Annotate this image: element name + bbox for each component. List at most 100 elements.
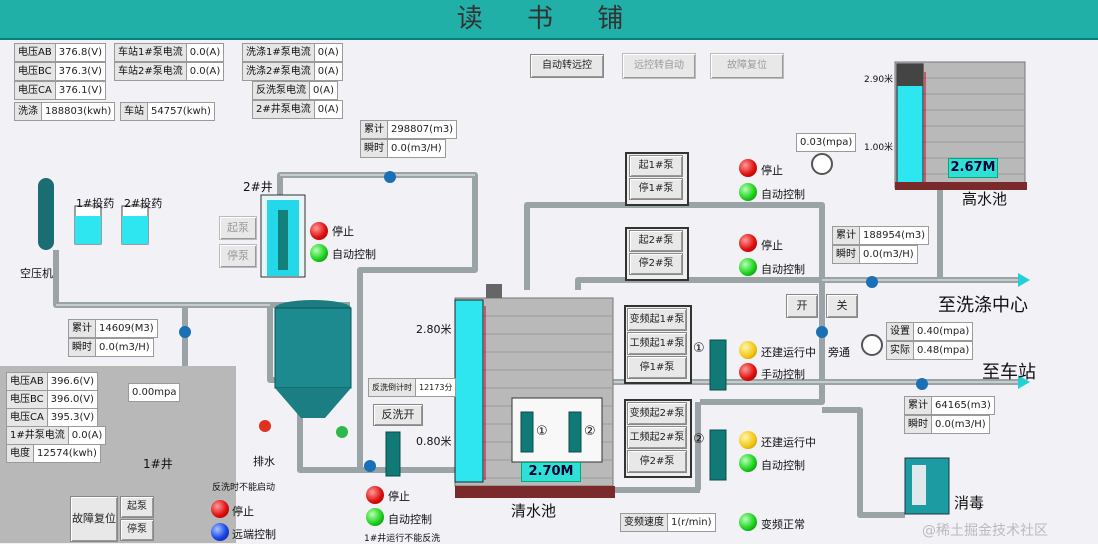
- freq-start-pump2-button[interactable]: 工频起2#泵: [627, 426, 687, 449]
- well1-start-button[interactable]: 起泵: [120, 496, 154, 518]
- compressor-label: 空压机: [20, 267, 53, 280]
- well1-status2: 远端控制: [232, 528, 276, 541]
- backwash-status1: 停止: [388, 490, 410, 503]
- vfd2-status1: 还建运行中: [761, 436, 816, 449]
- well2-status2: 自动控制: [332, 248, 376, 261]
- clear-pool-level: 2.70M: [521, 462, 581, 482]
- well1-label: 1#井: [143, 457, 173, 471]
- well2-status1: 停止: [332, 225, 354, 238]
- backwash-open-button[interactable]: 反洗开: [373, 404, 423, 426]
- well1-stop-button[interactable]: 停泵: [120, 519, 154, 541]
- vfd1-running-lamp: [739, 341, 757, 359]
- pump2-status2: 自动控制: [761, 263, 805, 276]
- clear-pool-low-mark: 0.80米: [416, 435, 452, 448]
- pump1-status2: 自动控制: [761, 188, 805, 201]
- well2-auto-lamp: [310, 244, 328, 262]
- well2-stop-lamp: [310, 222, 328, 240]
- high-pool-high-mark: 2.90米: [864, 75, 894, 85]
- well1-stop-lamp: [211, 500, 229, 518]
- fault-reset-button-top[interactable]: 故障复位: [710, 53, 784, 79]
- high-pool-level: 2.67M: [948, 158, 998, 178]
- well1-remote-lamp: [211, 523, 229, 541]
- start-pump1-button[interactable]: 起1#泵: [629, 155, 683, 177]
- vfd2-status2: 自动控制: [761, 459, 805, 472]
- clear-pool-name: 清水池: [511, 502, 557, 520]
- dest-station: 至车站: [982, 362, 1036, 383]
- start-pump2-button[interactable]: 起2#泵: [629, 230, 683, 252]
- well1-fault-reset-button[interactable]: 故障复位: [70, 496, 118, 542]
- high-pool-name: 高水池: [962, 190, 1008, 208]
- pump1-stop-lamp: [739, 159, 757, 177]
- bypass-open-button[interactable]: 开: [786, 294, 818, 318]
- bypass-close-button[interactable]: 关: [826, 294, 858, 318]
- vfd2-number: ②: [693, 432, 705, 447]
- well2-start-button[interactable]: 起泵: [219, 216, 257, 240]
- vfd-status: 变频正常: [761, 518, 805, 531]
- freq-start-pump1-button[interactable]: 工频起1#泵: [627, 332, 687, 355]
- backwash-auto-lamp: [366, 508, 384, 526]
- title-bar: [0, 0, 1098, 40]
- vfd2-auto-lamp: [739, 454, 757, 472]
- auto-to-remote-button[interactable]: 自动转远控: [530, 54, 604, 78]
- pump1-status1: 停止: [761, 164, 783, 177]
- remote-to-auto-button[interactable]: 远控转自动: [622, 53, 696, 79]
- page-title: 读 书 铺: [456, 4, 642, 34]
- well1-status1: 停止: [232, 505, 254, 518]
- disinfect-label: 消毒: [954, 494, 985, 512]
- pump1-auto-lamp: [739, 183, 757, 201]
- clear-pool-pump2: ②: [584, 424, 596, 439]
- backwash-status2: 自动控制: [388, 513, 432, 526]
- pump2-status1: 停止: [761, 239, 783, 252]
- vfd1-status1: 还建运行中: [761, 346, 816, 359]
- vfd-start-pump1-button[interactable]: 变频起1#泵: [627, 308, 687, 331]
- dosing1-label: 1#投药: [76, 197, 115, 210]
- vfd-start-pump2-button[interactable]: 变频起2#泵: [627, 402, 687, 425]
- pump2-stop-lamp: [739, 234, 757, 252]
- vfd-stop-pump2-button[interactable]: 停2#泵: [627, 450, 687, 473]
- bypass-label: 旁通: [828, 346, 850, 359]
- well1-note: 反洗时不能启动: [212, 483, 276, 493]
- well2-label: 2#井: [243, 180, 273, 194]
- dest-wash-center: 至洗涤中心: [938, 295, 1028, 316]
- backwash-stop-lamp: [366, 486, 384, 504]
- vfd1-number: ①: [693, 341, 705, 356]
- pump2-auto-lamp: [739, 258, 757, 276]
- backwash-note: 1#井运行不能反洗: [364, 534, 441, 544]
- stop-pump2-button[interactable]: 停2#泵: [629, 253, 683, 275]
- vfd1-status2: 手动控制: [761, 368, 805, 381]
- drain-label: 排水: [253, 455, 275, 468]
- vfd1-manual-lamp: [739, 363, 757, 381]
- dosing2-label: 2#投药: [124, 197, 163, 210]
- vfd-stop-pump1-button[interactable]: 停1#泵: [627, 356, 687, 379]
- stop-pump1-button[interactable]: 停1#泵: [629, 178, 683, 200]
- clear-pool-high-mark: 2.80米: [416, 323, 452, 336]
- vfd-normal-lamp: [739, 513, 757, 531]
- vfd2-running-lamp: [739, 431, 757, 449]
- well2-stop-button[interactable]: 停泵: [219, 244, 257, 268]
- watermark: @稀土掘金技术社区: [922, 523, 1048, 539]
